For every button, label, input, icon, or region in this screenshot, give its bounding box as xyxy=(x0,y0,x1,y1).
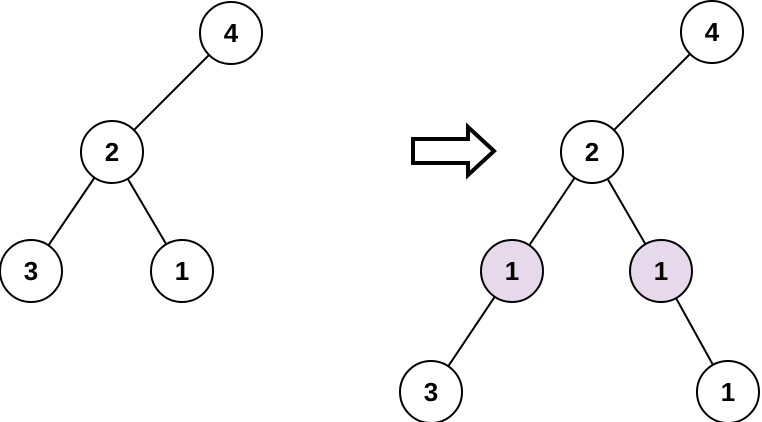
tree-node-circle-highlighted xyxy=(629,239,693,303)
right-tree-node-inserted-right: 1 xyxy=(629,239,693,303)
tree-node-circle xyxy=(399,360,463,422)
tree-node-circle xyxy=(80,120,144,184)
right-tree-node-inserted-left: 1 xyxy=(480,239,544,303)
right-tree-node-bottom-right: 1 xyxy=(696,360,760,422)
tree-node-label: 3 xyxy=(424,377,438,407)
right-tree: 4 2 1 1 3 1 xyxy=(399,0,760,422)
tree-node-circle xyxy=(0,239,63,303)
tree-node-label: 2 xyxy=(585,137,599,167)
tree-node-label: 1 xyxy=(721,377,735,407)
right-tree-node-bottom-left: 3 xyxy=(399,360,463,422)
tree-node-circle xyxy=(199,1,263,65)
left-tree-node-left-left: 3 xyxy=(0,239,63,303)
tree-node-circle-highlighted xyxy=(480,239,544,303)
tree-node-label: 4 xyxy=(224,18,239,48)
left-tree-node-root: 4 xyxy=(199,1,263,65)
right-tree-node-root: 4 xyxy=(680,0,744,64)
tree-node-label: 1 xyxy=(654,256,668,286)
tree-node-label: 3 xyxy=(24,256,38,286)
tree-node-label: 1 xyxy=(505,256,519,286)
left-tree-node-left: 2 xyxy=(80,120,144,184)
left-tree-node-left-right: 1 xyxy=(150,239,214,303)
tree-node-label: 2 xyxy=(105,137,119,167)
tree-node-label: 4 xyxy=(705,17,720,47)
tree-node-circle xyxy=(680,0,744,64)
right-tree-node-left: 2 xyxy=(560,120,624,184)
right-arrow-icon xyxy=(411,122,497,180)
tree-node-label: 1 xyxy=(175,256,189,286)
tree-node-circle xyxy=(150,239,214,303)
tree-node-circle xyxy=(560,120,624,184)
left-tree: 4 2 3 1 xyxy=(0,1,263,303)
tree-node-circle xyxy=(696,360,760,422)
